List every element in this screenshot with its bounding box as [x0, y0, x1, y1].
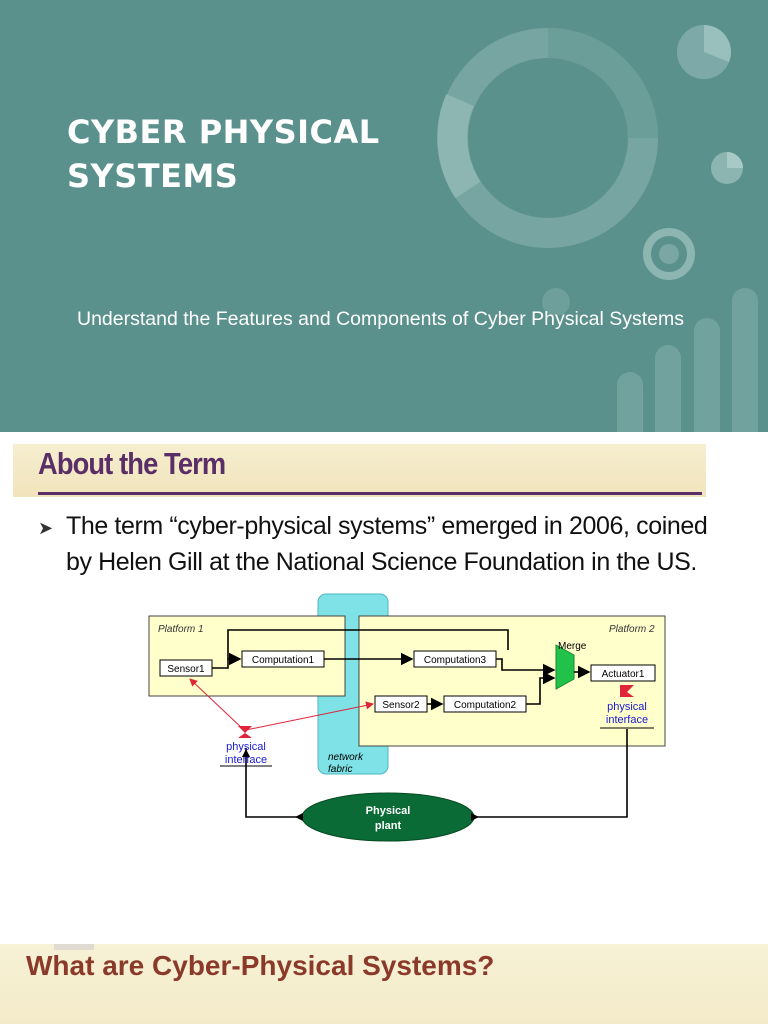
computation2-label: Computation2	[454, 700, 517, 711]
slide-heading: About the Term	[38, 446, 226, 481]
pie-small-decoration	[711, 152, 743, 184]
computation1-block: Computation1	[241, 650, 325, 668]
cps-diagram: Platform 1 Platform 2 Sensor1 Computatio…	[148, 593, 666, 842]
bullet-text: The term “cyber-physical systems” emerge…	[66, 512, 708, 576]
merge-block: Merge	[555, 641, 587, 690]
bar-columns-decoration	[617, 288, 758, 432]
sensor1-label: Sensor1	[167, 664, 205, 675]
sensor2-label: Sensor2	[382, 700, 420, 711]
slide-title: CYBER PHYSICAL SYSTEMS	[67, 113, 380, 195]
pie-decoration	[677, 25, 731, 79]
platform-2-label: Platform 2	[609, 624, 655, 635]
signal-lines	[189, 678, 374, 731]
physical-plant: Physical plant	[301, 792, 475, 842]
what-are-cps-slide: What are Cyber-Physical Systems?	[0, 944, 768, 1024]
computation2-block: Computation2	[443, 695, 527, 713]
wiring	[212, 629, 628, 818]
dot-decoration	[542, 288, 570, 316]
platform-1-label: Platform 1	[158, 624, 204, 635]
physical-plant-label: plant	[375, 820, 402, 832]
header-band	[13, 444, 706, 497]
physical-interface-label: interface	[225, 754, 267, 766]
physical-plant-label: Physical	[366, 805, 411, 817]
slide-heading: What are Cyber-Physical Systems?	[26, 950, 495, 981]
slide-subtitle: Understand the Features and Components o…	[77, 308, 684, 330]
physical-interface-label: physical	[226, 741, 266, 753]
computation3-label: Computation3	[424, 655, 487, 666]
actuator1-label: Actuator1	[602, 669, 645, 680]
slide-tab-decoration	[54, 944, 94, 950]
physical-interface-label: physical	[607, 701, 647, 713]
network-fabric-label: network	[328, 752, 364, 763]
ring-decoration	[643, 228, 695, 280]
about-term-slide: About the Term ➤ The term “cyber-physica…	[0, 432, 768, 944]
physical-interface-icon: physical interface	[600, 685, 654, 729]
merge-label: Merge	[558, 641, 587, 652]
sensor1-block: Sensor1	[159, 659, 213, 677]
actuator1-block: Actuator1	[590, 664, 656, 682]
physical-interface-label: interface	[606, 714, 648, 726]
title-slide: CYBER PHYSICAL SYSTEMS Understand the Fe…	[0, 0, 768, 432]
donut-chart-decoration	[437, 28, 658, 248]
computation1-label: Computation1	[252, 655, 315, 666]
sensor2-block: Sensor2	[374, 695, 428, 713]
decorative-shapes	[437, 25, 758, 432]
network-fabric-label: fabric	[328, 764, 352, 775]
physical-interface-icon: physical interface	[220, 726, 272, 767]
arrow-bullet-icon: ➤	[38, 518, 54, 538]
computation3-block: Computation3	[413, 650, 497, 668]
heading-underline	[38, 492, 702, 495]
